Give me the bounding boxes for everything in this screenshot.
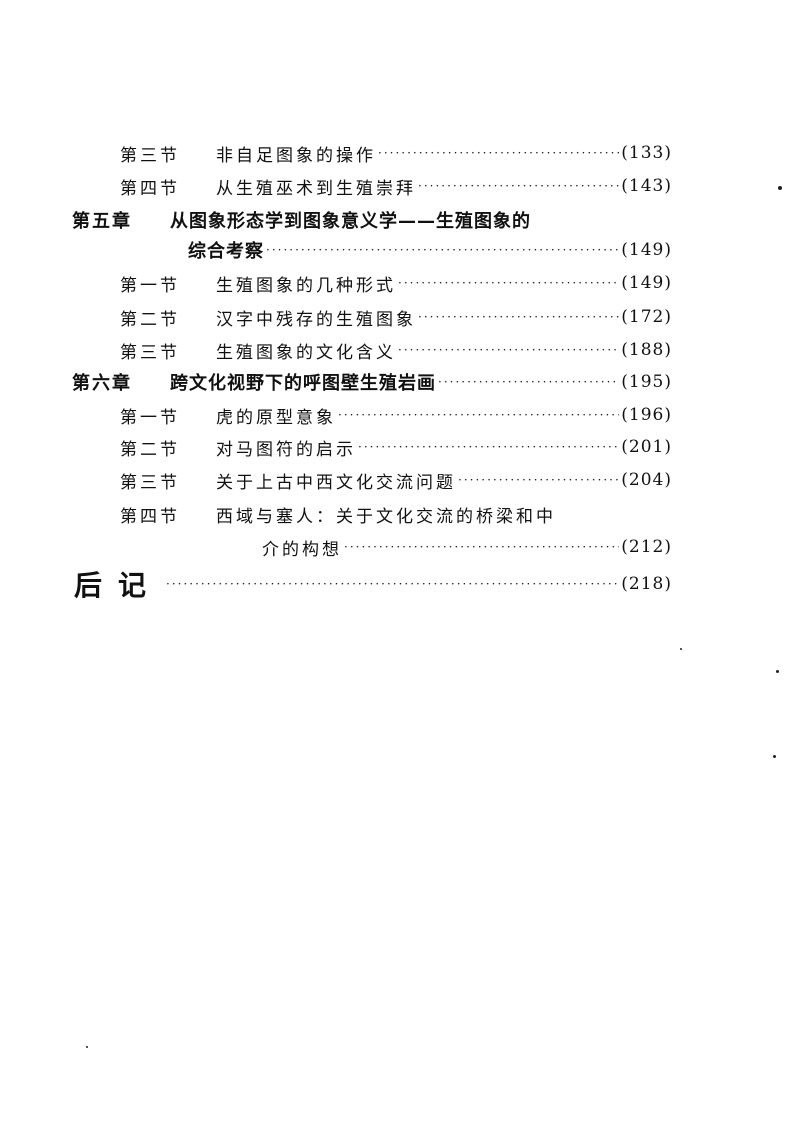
toc-entry-5-3: 第三节 非自足图象的操作 (133) [120, 138, 672, 168]
scan-speck [776, 670, 779, 673]
dot-leader [398, 268, 619, 298]
page-number: (196) [621, 405, 672, 425]
dot-leader [378, 138, 619, 168]
section-label: 第四节 [120, 506, 180, 527]
scan-speck [86, 1046, 88, 1048]
dot-leader [344, 532, 619, 562]
section-title: 从生殖巫术到生殖崇拜 [216, 178, 416, 199]
section-label: 第一节 [120, 407, 180, 428]
chapter-label: 第五章 [72, 211, 132, 232]
chapter-label: 第六章 [72, 373, 132, 394]
section-title: 对马图符的启示 [216, 439, 356, 460]
toc-entry-5-4: 第四节 从生殖巫术到生殖崇拜 (143) [120, 171, 672, 201]
page-number: (195) [621, 372, 672, 392]
dot-leader [266, 235, 619, 265]
page-number: (212) [621, 537, 672, 557]
page-number: (218) [621, 574, 672, 594]
scan-speck [778, 186, 782, 190]
toc-chapter-6: 第六章 跨文化视野下的呼图壁生殖岩画 (195) [72, 367, 672, 397]
dot-leader [438, 367, 619, 397]
toc-chapter-5-continued: 综合考察 (149) [188, 235, 672, 265]
section-title-continued: 介的构想 [262, 539, 342, 560]
scan-speck [680, 648, 682, 650]
dot-leader [458, 465, 619, 495]
toc-entry-6-3: 第三节 关于上古中西文化交流问题 (204) [120, 465, 672, 495]
toc-afterword: 后记 (218) [74, 566, 672, 602]
section-title: 西域与塞人：关于文化交流的桥梁和中 [216, 506, 556, 527]
section-title: 生殖图象的文化含义 [216, 342, 396, 363]
page-number: (149) [621, 240, 672, 260]
toc-entry-5-3b: 第三节 生殖图象的文化含义 (188) [120, 335, 672, 365]
dot-leader [358, 432, 619, 462]
toc-entry-6-4-continued: 介的构想 (212) [262, 532, 672, 562]
toc-entry-6-2: 第二节 对马图符的启示 (201) [120, 432, 672, 462]
section-label: 第四节 [120, 178, 180, 199]
section-title: 汉字中残存的生殖图象 [216, 309, 416, 330]
section-label: 第三节 [120, 472, 180, 493]
page-number: (204) [621, 470, 672, 490]
toc-entry-5-1: 第一节 生殖图象的几种形式 (149) [120, 268, 672, 298]
page-number: (188) [621, 340, 672, 360]
scan-speck [773, 755, 776, 758]
page-number: (143) [621, 176, 672, 196]
dot-leader [418, 302, 619, 332]
page-number: (133) [621, 143, 672, 163]
section-label: 第二节 [120, 439, 180, 460]
section-label: 第一节 [120, 275, 180, 296]
chapter-title: 从图象形态学到图象意义学——生殖图象的 [170, 211, 531, 232]
page-number: (172) [621, 307, 672, 327]
toc-entry-6-4: 第四节 西域与塞人：关于文化交流的桥梁和中 [120, 499, 672, 529]
section-title: 生殖图象的几种形式 [216, 275, 396, 296]
section-title: 虎的原型意象 [216, 407, 336, 428]
dot-leader [398, 335, 619, 365]
afterword-title: 后记 [74, 569, 163, 602]
toc-chapter-5: 第五章 从图象形态学到图象意义学——生殖图象的 [72, 205, 672, 235]
dot-leader [418, 171, 619, 201]
section-label: 第二节 [120, 309, 180, 330]
dot-leader [338, 400, 619, 430]
chapter-title-continued: 综合考察 [188, 241, 264, 262]
toc-entry-6-1: 第一节 虎的原型意象 (196) [120, 400, 672, 430]
section-label: 第三节 [120, 145, 180, 166]
chapter-title: 跨文化视野下的呼图壁生殖岩画 [170, 373, 436, 394]
page-number: (149) [621, 273, 672, 293]
section-title: 非自足图象的操作 [216, 145, 376, 166]
section-title: 关于上古中西文化交流问题 [216, 472, 456, 493]
dot-leader [166, 569, 619, 599]
toc-entry-5-2: 第二节 汉字中残存的生殖图象 (172) [120, 302, 672, 332]
section-label: 第三节 [120, 342, 180, 363]
page-number: (201) [621, 437, 672, 457]
